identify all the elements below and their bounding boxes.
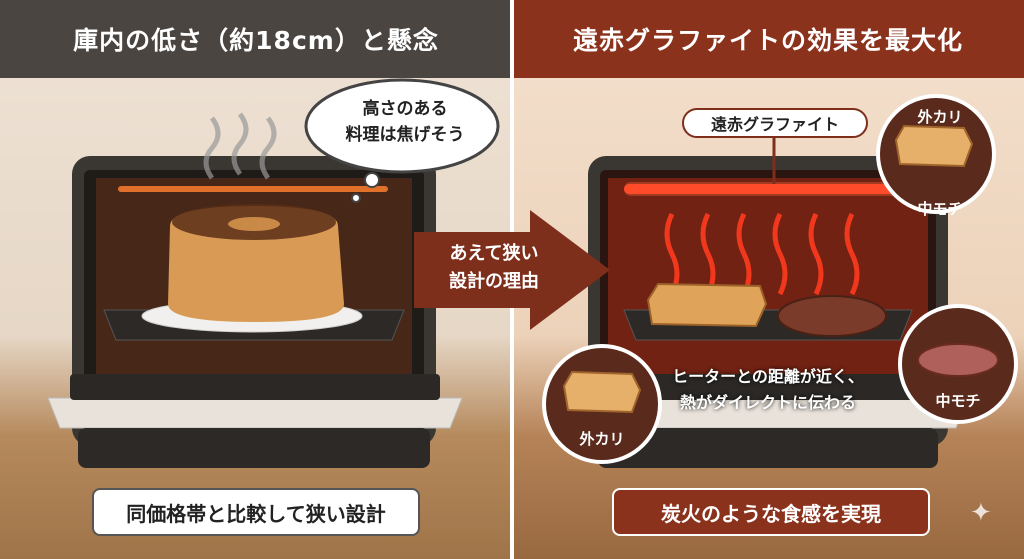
heater-label: 遠赤グラファイト xyxy=(682,108,868,138)
right-caption: 炭火のような食感を実現 xyxy=(612,488,930,536)
distance-note: ヒーターとの距離が近く、 熱がダイレクトに伝わる xyxy=(672,367,864,412)
right-panel: 遠赤グラファイトの効果を最大化 xyxy=(512,0,1024,559)
left-title: 庫内の低さ（約18cm）と懸念 xyxy=(0,0,512,78)
thought-bubble-text: 高さのある 料理は焦げそう xyxy=(345,99,465,145)
left-caption: 同価格帯と比較して狭い設計 xyxy=(92,488,420,536)
toast-small-label: 外カリ xyxy=(579,430,625,448)
sparkle-icon: ✦ xyxy=(970,498,992,528)
arrow-icon xyxy=(414,210,610,330)
toast xyxy=(646,282,768,328)
steak-label: 中モチ xyxy=(935,392,981,410)
right-title: 遠赤グラファイトの効果を最大化 xyxy=(512,0,1024,78)
toast-top-label: 外カリ xyxy=(917,108,963,126)
oven-door xyxy=(47,397,463,429)
heat-waves xyxy=(664,212,860,296)
steam-icon xyxy=(203,116,221,180)
left-oven-illustration xyxy=(47,78,500,468)
left-panel: 庫内の低さ（約18cm）と懸念 高さのある 料理は焦げそう 同価格帯と比較して狭 xyxy=(0,0,512,559)
steak xyxy=(777,295,887,337)
graphite-heater xyxy=(624,184,914,194)
right-oven-illustration xyxy=(542,94,1018,468)
center-arrow xyxy=(414,210,610,330)
toast-bottom-label: 中モチ xyxy=(917,200,963,218)
center-arrow-text: あえて狭い 設計の理由 xyxy=(449,243,539,292)
heater-element xyxy=(118,186,388,192)
thought-bubble xyxy=(304,78,500,174)
